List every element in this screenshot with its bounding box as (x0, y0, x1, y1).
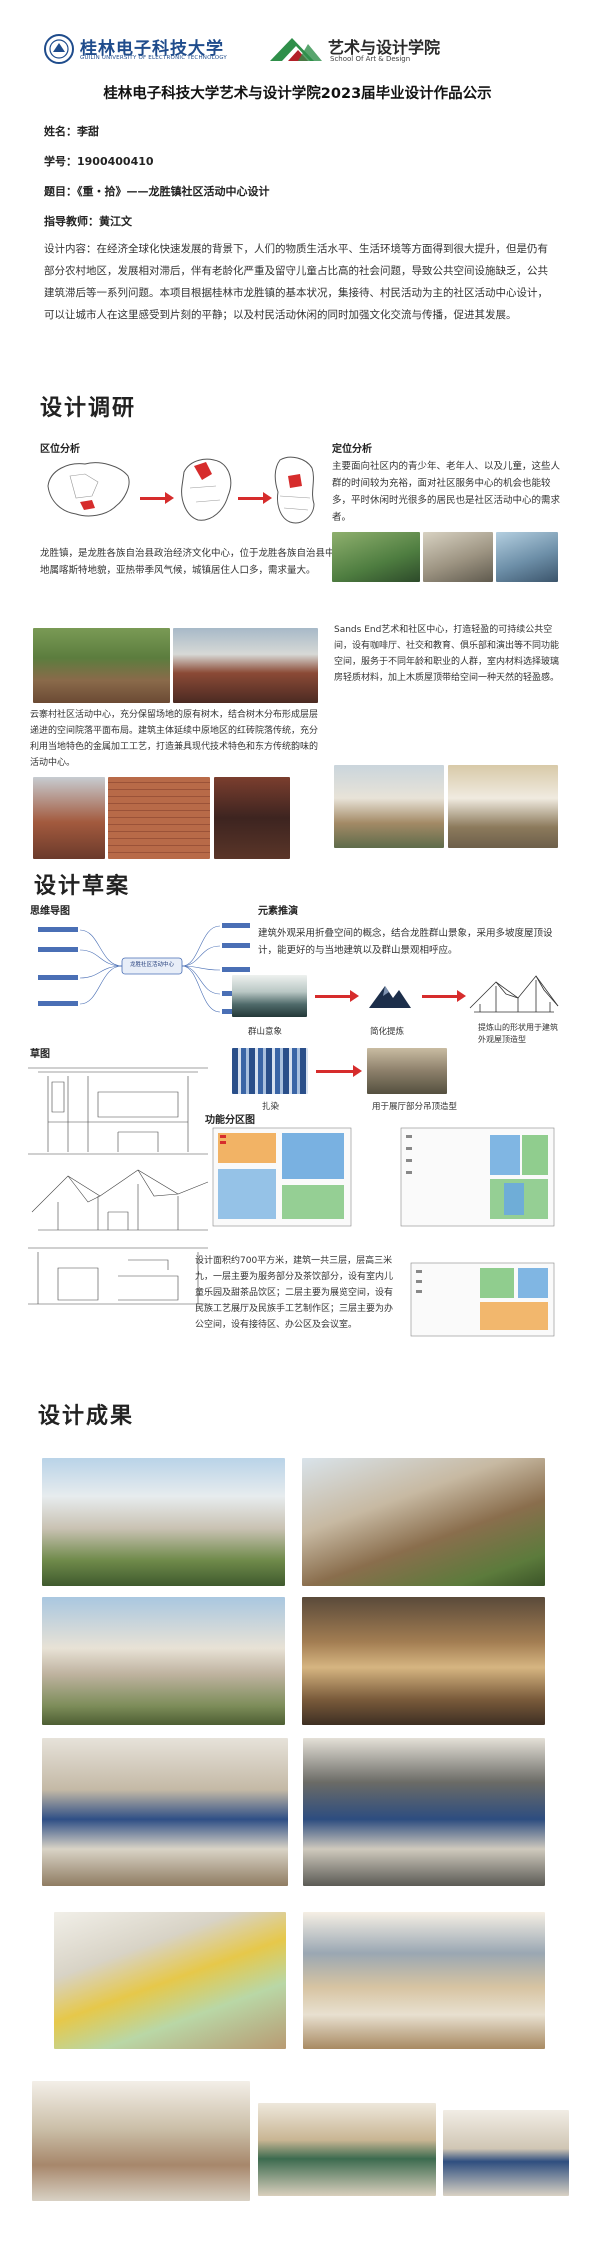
page-title: 桂林电子科技大学艺术与设计学院2023届毕业设计作品公示 (103, 86, 492, 102)
sketch-interior-1 (28, 1067, 208, 1155)
school-name-en: GUILIN UNIVERSITY OF ELECTRONIC TECHNOLO… (80, 55, 227, 61)
zoning-plan-floor3 (410, 1262, 555, 1337)
photo-case1-brickwall (108, 777, 210, 859)
sketch-label: 草图 (30, 1049, 50, 1060)
photo-case1-interior (214, 777, 290, 859)
college-logo-icon (270, 38, 322, 61)
render-office-room (303, 1912, 545, 2049)
mindmap-center-node: 龙胜社区活动中心 (129, 962, 174, 968)
position-analysis-label: 定位分析 (332, 444, 372, 455)
section-heading-research: 设计调研 (40, 396, 137, 421)
element-deduction-text: 建筑外观采用折叠空间的概念，结合龙胜群山景象，采用多坡度屋顶设计，能更好的与当地… (258, 928, 553, 956)
china-map-illustration (47, 462, 130, 517)
college-name-cn: 艺术与设计学院 (328, 38, 441, 57)
photo-case1-courtyard (173, 628, 318, 703)
position-analysis-text: 主要面向社区内的青少年、老年人、以及儿童，这些人群的时间较为充裕，面对社区服务中… (332, 461, 561, 523)
render-exterior-1 (42, 1458, 285, 1586)
project-topic: 题目：《重・拾》——龙胜镇社区活动中心设计 (44, 185, 270, 198)
element-deduction-label: 元素推演 (258, 906, 298, 917)
caption-tie-dye: 扎染 (262, 1102, 280, 1112)
render-reception (258, 2103, 436, 2196)
zoning-plan-floor2 (400, 1127, 555, 1227)
case1-text: 云寨村社区活动中心，充分保留场地的原有树木，结合树木分布形成层层递进的空间院落平… (30, 710, 319, 768)
photo-teenagers (332, 532, 420, 582)
photo-case1-aerial (33, 628, 170, 703)
render-meeting-room (32, 2081, 250, 2201)
university-emblem-icon (44, 34, 74, 64)
mountain-imagery-painting (232, 975, 307, 1017)
roof-sketch-illustration (469, 975, 559, 1013)
sketch-exterior (31, 1169, 209, 1231)
caption-mountain-imagery: 群山意象 (248, 1027, 283, 1037)
simplified-mountain-icon (369, 986, 411, 1008)
college-name-en: School Of Art & Design (330, 55, 411, 63)
tie-dye-pattern-photo (232, 1048, 308, 1094)
region-analysis-label: 区位分析 (40, 444, 80, 455)
zoning-label: 功能分区图 (205, 1115, 255, 1126)
mindmap-label: 思维导图 (30, 906, 70, 917)
sketch-interior-2 (28, 1247, 208, 1305)
render-exterior-3 (42, 1597, 285, 1725)
photo-elderly (423, 532, 493, 582)
render-craft-workshop (42, 1738, 288, 1886)
student-name: 姓名：李甜 (44, 125, 99, 138)
school-name-cn: 桂林电子科技大学 (80, 39, 224, 59)
region-analysis-text: 龙胜镇，是龙胜各族自治县政治经济文化中心，位于龙胜各族自治县中部,地属喀斯特地貌… (40, 548, 348, 576)
caption-simplify: 简化提炼 (370, 1027, 405, 1037)
map-arrow-1 (140, 492, 174, 504)
zoning-plan-floor1 (212, 1127, 352, 1227)
advisor: 指导教师：黄江文 (44, 215, 132, 228)
caption-roof-shape: 提炼山的形状用于建筑外观屋顶造型 (478, 1023, 558, 1044)
element-arrow-2 (422, 990, 466, 1002)
photo-case2-interior (448, 765, 558, 848)
photo-case2-exterior (334, 765, 444, 848)
header: 桂林电子科技大学 GUILIN UNIVERSITY OF ELECTRONIC… (0, 0, 595, 110)
longsheng-map-illustration (274, 456, 315, 524)
render-exhibition-hall (303, 1738, 545, 1886)
element-arrow-3 (316, 1065, 362, 1077)
element-arrow-1 (315, 990, 359, 1002)
mindmap-diagram (38, 923, 250, 1014)
design-description: 设计内容：在经济全球化快速发展的背景下，人们的物质生活水平、生活环境等方面得到很… (44, 243, 548, 321)
render-kids-playground (54, 1912, 286, 2049)
section-heading-draft: 设计草案 (34, 874, 131, 899)
zoning-text: 设计面积约700平方米，建筑一共三层，层高三米九，一层主要为服务部分及茶饮部分，… (195, 1256, 394, 1330)
map-arrow-2 (238, 492, 272, 504)
caption-ceiling: 用于展厅部分吊顶造型 (372, 1102, 458, 1112)
render-exterior-2 (302, 1458, 545, 1586)
student-id: 学号：1900400410 (44, 155, 154, 168)
case2-text: Sands End艺术和社区中心，打造轻盈的可持续公共空间，设有咖啡厅、社交和教… (334, 625, 560, 683)
guangxi-map-illustration (181, 458, 232, 521)
render-corridor (443, 2110, 569, 2196)
exhibition-ceiling-render (367, 1048, 447, 1094)
section-heading-result: 设计成果 (38, 1404, 135, 1429)
render-tea-room (302, 1597, 545, 1725)
photo-children (496, 532, 558, 582)
photo-case1-exterior (33, 777, 105, 859)
